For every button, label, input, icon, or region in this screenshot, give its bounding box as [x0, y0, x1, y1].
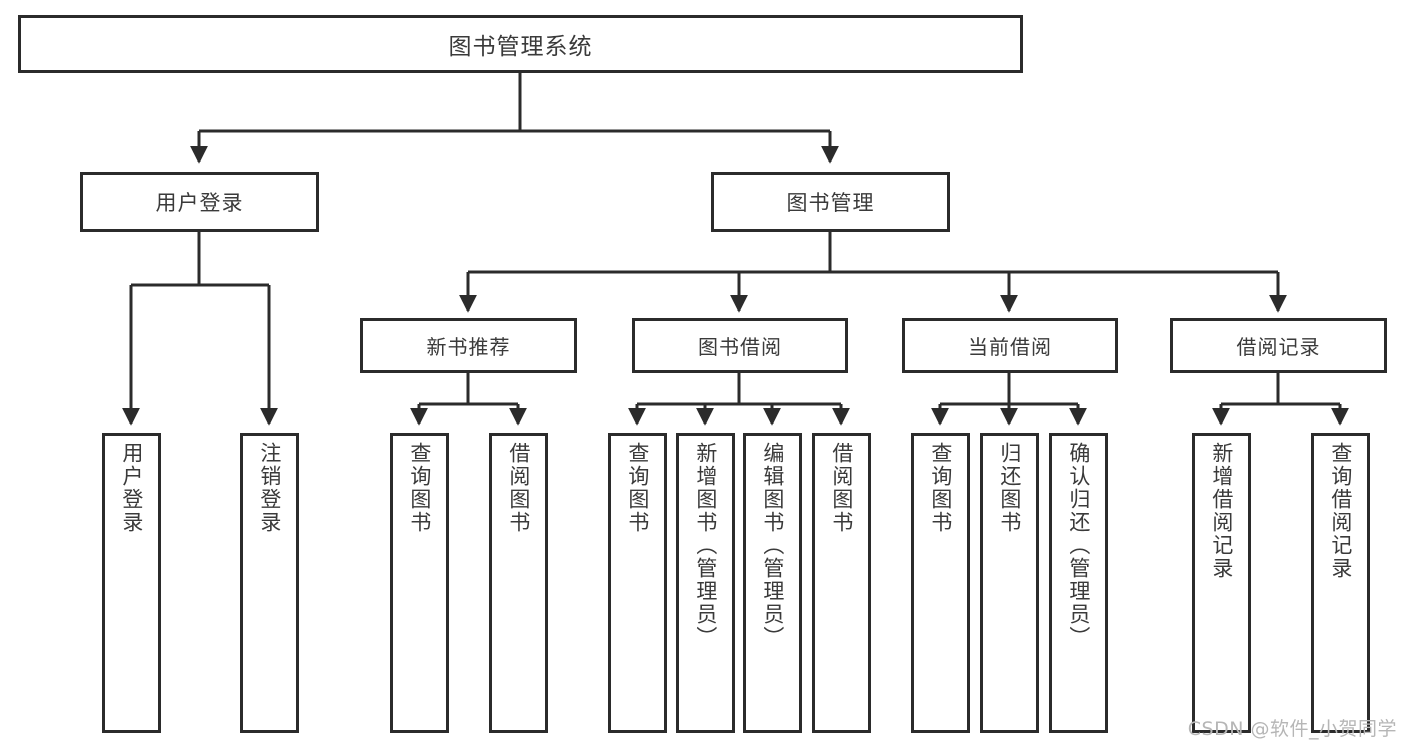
node-book-management[interactable]: 图书管理: [711, 172, 950, 232]
leaf-current-query-book[interactable]: 查询图书: [911, 433, 970, 733]
leaf-record-add[interactable]: 新增借阅记录: [1192, 433, 1251, 733]
leaf-label: 新增图书（管理员）: [693, 442, 718, 649]
node-book-management-label: 图书管理: [786, 191, 875, 215]
leaf-user-login-logout[interactable]: 注销登录: [240, 433, 299, 733]
leaf-label: 注销登录: [257, 442, 282, 534]
leaf-current-return-book[interactable]: 归还图书: [980, 433, 1039, 733]
node-user-login-label: 用户登录: [155, 191, 244, 215]
leaf-label: 借阅图书: [829, 442, 854, 534]
node-root[interactable]: 图书管理系统: [18, 15, 1023, 73]
leaf-label: 编辑图书（管理员）: [760, 442, 785, 649]
leaf-label: 借阅图书: [506, 442, 531, 534]
leaf-label: 用户登录: [119, 442, 144, 534]
leaf-current-confirm-return[interactable]: 确认归还（管理员）: [1049, 433, 1108, 733]
leaf-borrow-edit-book[interactable]: 编辑图书（管理员）: [743, 433, 802, 733]
leaf-label: 查询图书: [928, 442, 953, 534]
node-borrow-record[interactable]: 借阅记录: [1170, 318, 1387, 373]
node-borrow-record-label: 借阅记录: [1236, 335, 1321, 359]
node-new-book-recommend-label: 新书推荐: [426, 335, 511, 359]
leaf-record-query[interactable]: 查询借阅记录: [1311, 433, 1370, 733]
node-root-label: 图书管理系统: [448, 34, 593, 60]
leaf-label: 归还图书: [997, 442, 1022, 534]
watermark: CSDN @软件_小贺同学: [1187, 718, 1397, 740]
node-user-login[interactable]: 用户登录: [80, 172, 319, 232]
leaf-label: 查询图书: [407, 442, 432, 534]
leaf-borrow-add-book[interactable]: 新增图书（管理员）: [676, 433, 735, 733]
leaf-label: 新增借阅记录: [1209, 442, 1234, 580]
leaf-label: 确认归还（管理员）: [1066, 442, 1091, 649]
leaf-label: 查询图书: [625, 442, 650, 534]
leaf-borrow-query-book[interactable]: 查询图书: [608, 433, 667, 733]
node-book-borrow[interactable]: 图书借阅: [632, 318, 848, 373]
node-current-borrow[interactable]: 当前借阅: [902, 318, 1118, 373]
leaf-borrow-borrow-book[interactable]: 借阅图书: [812, 433, 871, 733]
node-current-borrow-label: 当前借阅: [968, 335, 1052, 359]
node-book-borrow-label: 图书借阅: [698, 335, 782, 359]
leaf-user-login-login[interactable]: 用户登录: [102, 433, 161, 733]
node-new-book-recommend[interactable]: 新书推荐: [360, 318, 577, 373]
leaf-new-book-borrow[interactable]: 借阅图书: [489, 433, 548, 733]
leaf-label: 查询借阅记录: [1328, 442, 1353, 580]
leaf-new-book-query[interactable]: 查询图书: [390, 433, 449, 733]
